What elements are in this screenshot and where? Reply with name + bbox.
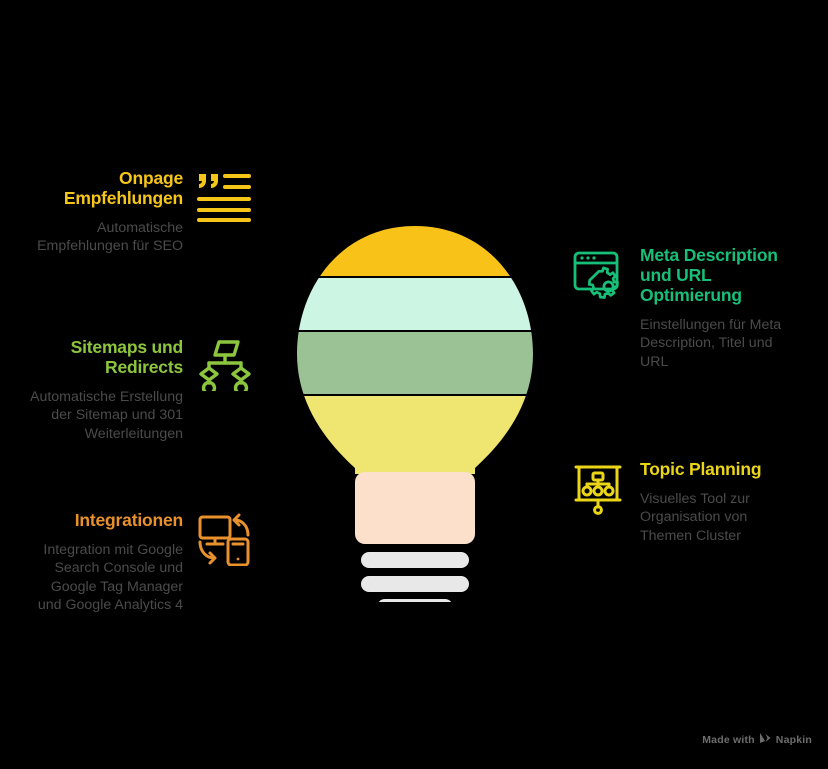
feature-onpage-empfehlungen: Onpage Empfehlungen Automatische Empfehl… [28, 168, 251, 256]
feature-title: Topic Planning [640, 459, 762, 479]
bulb-neck [355, 472, 475, 544]
bulb-glass [297, 226, 533, 474]
feature-integrationen: Integrationen Integration mit Google Sea… [28, 510, 251, 615]
napkin-logo-icon [759, 732, 772, 747]
feature-meta-description-url: Meta Description und URL Optimierung Ein… [572, 245, 790, 371]
feature-title: Integrationen [74, 510, 183, 530]
feature-sitemaps-und-redirects: Sitemaps und Redirects Automatische Erst… [28, 337, 251, 443]
feature-description: Automatische Empfehlungen für SEO [37, 220, 183, 255]
recommendation-list-icon [197, 170, 251, 227]
presentation-chart-icon [572, 462, 626, 521]
watermark-brand: Napkin [775, 733, 812, 746]
sitemap-flow-icon [197, 339, 251, 396]
feature-topic-planning: Topic Planning Visuelles Tool zur Organi… [572, 459, 790, 545]
device-sync-icon [197, 512, 251, 571]
light-bulb-illustration [279, 222, 551, 615]
feature-description: Einstellungen für Meta Description, Tite… [640, 317, 782, 370]
feature-title: Meta Description und URL Optimierung [640, 245, 778, 305]
feature-description: Automatische Erstellung der Sitemap und … [30, 389, 183, 442]
feature-description: Visuelles Tool zur Organisation von Them… [640, 491, 750, 544]
watermark-prefix: Made with [702, 733, 755, 746]
feature-description: Integration mit Google Search Console un… [37, 542, 183, 614]
browser-settings-icon [572, 248, 626, 307]
bulb-thread [361, 552, 469, 568]
bulb-thread [377, 599, 453, 615]
bulb-thread [361, 576, 469, 592]
napkin-watermark: Made with Napkin [702, 732, 812, 747]
feature-title: Onpage Empfehlungen [63, 168, 183, 208]
feature-title: Sitemaps und Redirects [70, 337, 184, 377]
